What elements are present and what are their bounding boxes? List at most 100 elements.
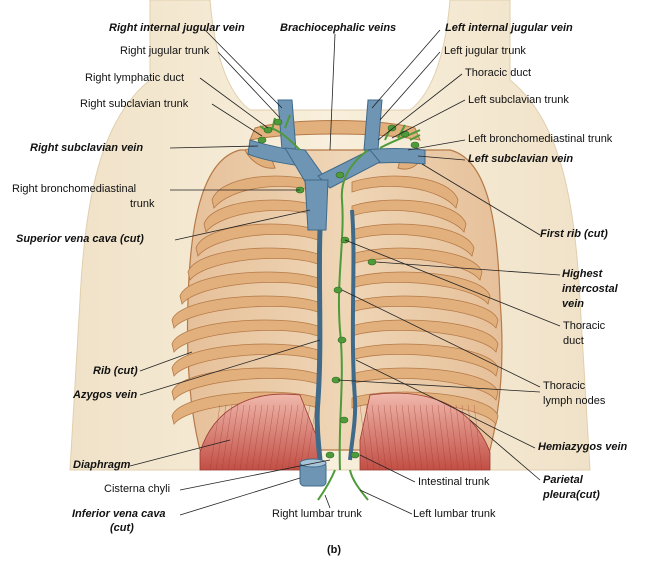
- rib-left: [171, 295, 319, 329]
- diaphragm-striation: [215, 404, 227, 471]
- label-inferior-vena-cava-line2: (cut): [110, 522, 134, 534]
- label-thoracic-duct-line2: duct: [563, 335, 584, 347]
- rib-left: [203, 199, 319, 233]
- rib-right: [351, 199, 467, 233]
- leader-line: [417, 155, 466, 161]
- leader-line: [359, 489, 413, 515]
- lymph-node: [273, 118, 283, 126]
- diaphragm-striation: [461, 404, 471, 471]
- lymph-node: [335, 171, 345, 179]
- leader-line: [344, 239, 561, 327]
- leader-line: [174, 209, 311, 241]
- thoracic-duct: [337, 149, 369, 471]
- lymph-node: [333, 286, 343, 294]
- rib-right: [351, 319, 499, 353]
- label-thoracic-lymph-nodes-line2: lymph nodes: [543, 395, 606, 407]
- label-right-subclavian-trunk: Right subclavian trunk: [80, 98, 189, 110]
- diaphragm-striation: [413, 404, 423, 471]
- label-first-rib: First rib (cut): [540, 228, 608, 240]
- rib-right: [351, 271, 491, 305]
- leader-line: [169, 145, 259, 149]
- lymph-node: [367, 258, 377, 266]
- lymph-node: [325, 451, 335, 459]
- label-thoracic-duct-top: Thoracic duct: [465, 67, 532, 79]
- leader-line: [421, 163, 541, 236]
- diaphragm-striation: [401, 404, 411, 471]
- label-left-subclavian-trunk: Left subclavian trunk: [468, 94, 569, 106]
- leader-line: [211, 103, 263, 137]
- label-azygos-vein: Azygos vein: [73, 389, 138, 401]
- diaphragm-striation: [299, 404, 311, 471]
- ribs: [171, 175, 499, 425]
- diaphragm-striation: [359, 404, 369, 471]
- rib-left: [187, 247, 319, 281]
- rib-right: [351, 295, 499, 329]
- hemiazygos: [348, 209, 358, 461]
- label-parietal-pleura-line1: Parietal: [543, 474, 583, 486]
- diaphragm-striation: [227, 404, 239, 471]
- diaphragm-striation: [209, 404, 221, 471]
- leader-line: [217, 51, 281, 119]
- label-superior-vena-cava: Superior vena cava (cut): [16, 233, 144, 245]
- label-rib-cut: Rib (cut): [93, 365, 138, 377]
- label-intestinal-trunk: Intestinal trunk: [418, 476, 490, 488]
- venous-system: [247, 99, 426, 487]
- rib-left: [179, 271, 319, 305]
- label-parietal-pleura-line2: pleura(cut): [543, 489, 600, 501]
- leader-line: [329, 33, 336, 151]
- label-diaphragm: Diaphragm: [73, 459, 131, 471]
- diaphragm-striation: [419, 404, 429, 471]
- diaphragm-striation: [239, 404, 251, 471]
- rib-left: [171, 367, 319, 401]
- leader-line: [377, 73, 463, 141]
- label-highest-intercostal-vein-line1: Highest: [562, 268, 603, 280]
- leader-line: [204, 29, 283, 109]
- label-highest-intercostal-vein-line3: vein: [562, 298, 585, 310]
- leader-line: [359, 454, 416, 483]
- leader-line: [139, 339, 321, 396]
- diaphragm-striation: [437, 404, 447, 471]
- label-cisterna-chyli: Cisterna chyli: [104, 483, 171, 495]
- diaphragm-striation: [425, 404, 435, 471]
- leader-line: [407, 139, 466, 151]
- rib-left: [195, 223, 319, 257]
- diaphragm-striation: [377, 404, 387, 471]
- diaphragm-striation: [287, 404, 299, 471]
- label-right-lumbar-trunk: Right lumbar trunk: [272, 508, 362, 520]
- leader-line: [379, 51, 441, 121]
- rib-right: [351, 175, 459, 209]
- rib-right: [351, 343, 499, 377]
- label-left-internal-jugular-vein: Left internal jugular vein: [445, 22, 573, 34]
- diaphragm-striation: [449, 404, 459, 471]
- lymph-node: [400, 130, 410, 138]
- diaphragm-striation: [269, 404, 281, 471]
- label-right-jugular-trunk: Right jugular trunk: [120, 45, 210, 57]
- superior-vena-cava: [304, 179, 329, 231]
- leader-line: [469, 419, 541, 481]
- leader-line: [179, 477, 301, 516]
- lymph-node: [263, 126, 273, 134]
- leader-line: [139, 351, 193, 372]
- lymph-node: [337, 336, 347, 344]
- label-hemiazygos-vein: Hemiazygos vein: [538, 441, 628, 453]
- label-right-bronchomediastinal-trunk-line1: Right bronchomediastinal: [12, 183, 137, 195]
- diaphragm-striation: [473, 404, 483, 471]
- label-thoracic-duct-line1: Thoracic: [563, 320, 606, 332]
- label-left-jugular-trunk: Left jugular trunk: [444, 45, 526, 57]
- rib-left: [171, 319, 319, 353]
- leader-line: [129, 439, 231, 467]
- leader-lines: [129, 29, 561, 516]
- azygos: [314, 229, 323, 461]
- rib-left: [211, 175, 319, 209]
- leader-line: [375, 261, 561, 276]
- label-inferior-vena-cava-line1: Inferior vena cava: [72, 508, 166, 520]
- label-right-internal-jugular-vein: Right internal jugular vein: [109, 22, 245, 34]
- diaphragm-striation: [365, 404, 375, 471]
- lymph-node: [339, 416, 349, 424]
- figure-label: (b): [327, 544, 342, 556]
- leader-line: [337, 379, 541, 393]
- leader-line: [179, 459, 331, 491]
- diaphragm-striation: [251, 404, 263, 471]
- diaphragm-right-dome: [359, 392, 491, 471]
